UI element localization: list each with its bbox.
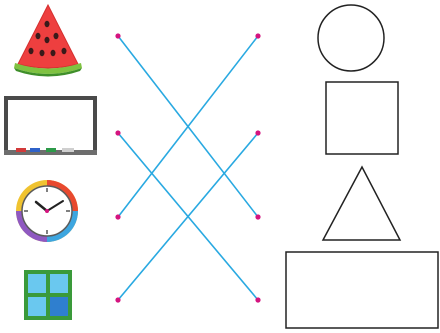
right-dot-1[interactable] xyxy=(255,33,260,38)
triangle-shape xyxy=(323,167,400,240)
watermelon-slice-icon xyxy=(14,5,82,77)
left-dot-1[interactable] xyxy=(115,33,120,38)
right-dot-3[interactable] xyxy=(255,214,260,219)
left-dot-3[interactable] xyxy=(115,214,120,219)
connector-dots xyxy=(115,33,260,302)
square-shape xyxy=(326,82,398,154)
wall-clock-icon xyxy=(16,180,78,242)
whiteboard-icon xyxy=(4,96,97,155)
rectangle-shape xyxy=(286,252,438,328)
right-dot-4[interactable] xyxy=(255,297,260,302)
circle-shape xyxy=(318,5,384,71)
left-dot-4[interactable] xyxy=(115,297,120,302)
matching-lines xyxy=(118,36,258,300)
right-dot-2[interactable] xyxy=(255,130,260,135)
window-icon xyxy=(24,270,72,320)
left-dot-2[interactable] xyxy=(115,130,120,135)
